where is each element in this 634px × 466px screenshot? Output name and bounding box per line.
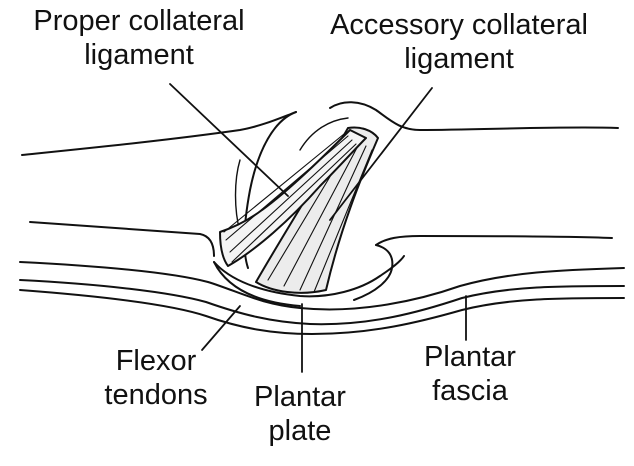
- leader-flexor-tendons: [201, 305, 241, 351]
- label-plantar-plate: Plantar plate: [254, 381, 346, 447]
- leader-accessory-collateral: [329, 87, 433, 221]
- plantar-plate-shape: [213, 255, 405, 307]
- label-proper-collateral-ligament: Proper collateral ligament: [33, 5, 245, 71]
- leader-lines: [169, 83, 467, 373]
- label-accessory-collateral-ligament: Accessory collateral ligament: [330, 9, 588, 75]
- leader-proper-collateral: [169, 83, 289, 197]
- label-flexor-tendons: Flexor tendons: [104, 345, 208, 411]
- accessory-collateral-ligament-shape: [255, 126, 379, 294]
- proper-collateral-ligament-shape: [219, 129, 367, 267]
- flexor-tendons-shape: [19, 261, 625, 335]
- metatarsal-bone: [21, 111, 297, 269]
- label-plantar-fascia: Plantar fascia: [424, 341, 516, 407]
